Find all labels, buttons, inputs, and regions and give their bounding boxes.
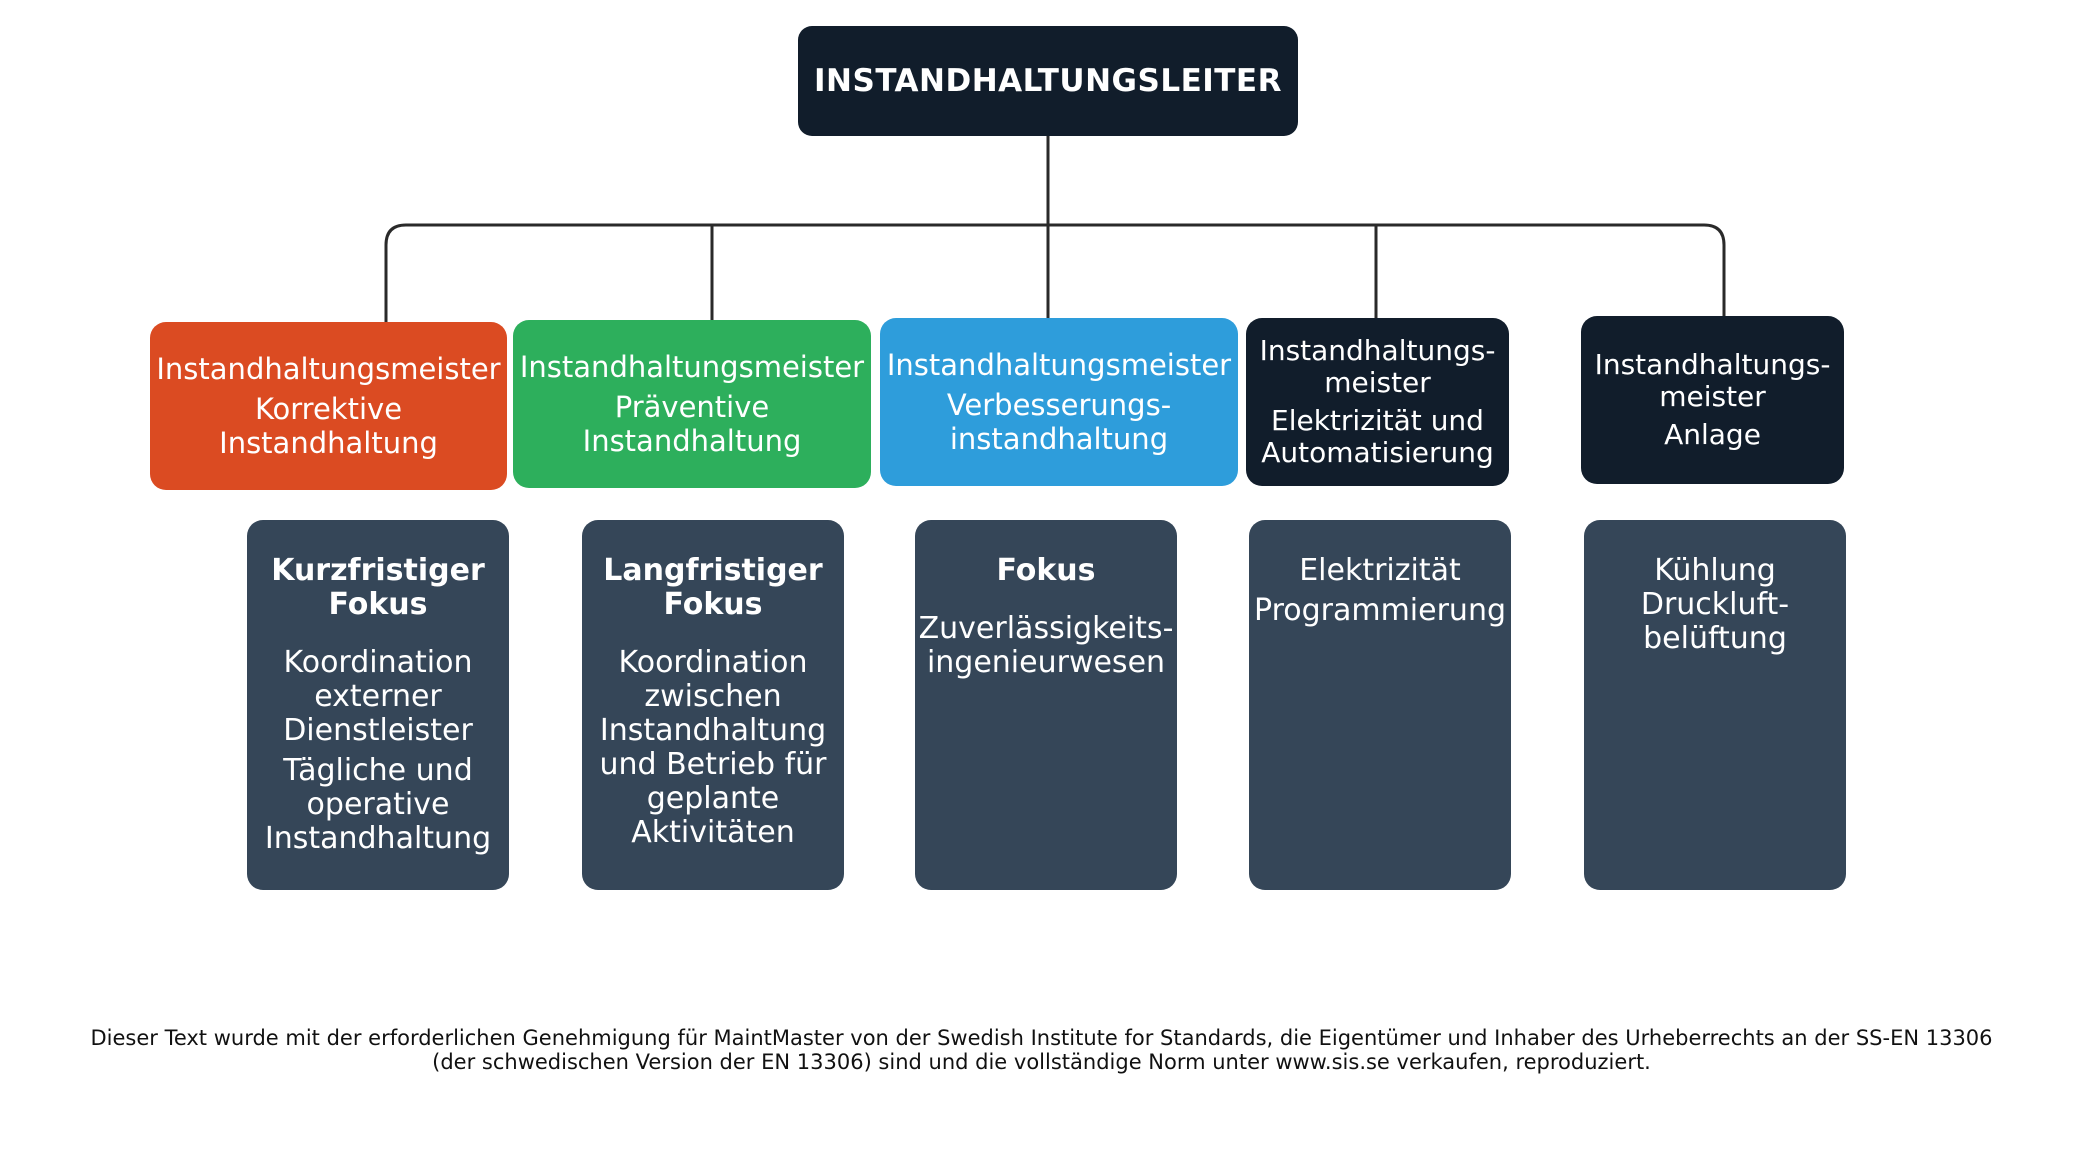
detail-text-line: operative	[306, 787, 450, 822]
role-box-verbesserung: Instandhaltungsmeister Verbesserungs- in…	[880, 318, 1238, 486]
role-title: Instandhaltungsmeister	[156, 352, 501, 386]
detail-text-line: Zuverlässigkeits-	[918, 611, 1174, 646]
role-box-elektrizitaet: Instandhaltungs- meister Elektrizität un…	[1246, 318, 1509, 486]
detail-text-line: Druckluft-	[1640, 587, 1790, 622]
detail-box-elektrizitaet: Elektrizität Programmierung	[1249, 520, 1511, 890]
role-subtitle-line1: Elektrizität und	[1271, 404, 1484, 437]
role-box-praeventive: Instandhaltungsmeister Präventive Instan…	[513, 320, 871, 488]
role-subtitle-line2: Instandhaltung	[219, 426, 438, 460]
role-box-korrektive: Instandhaltungsmeister Korrektive Instan…	[150, 322, 507, 490]
role-subtitle: Anlage	[1664, 418, 1761, 451]
role-title: Instandhaltungsmeister	[519, 350, 865, 384]
role-subtitle-line1: Präventive	[614, 390, 770, 424]
detail-text-line: Kühlung	[1654, 553, 1776, 588]
detail-heading-line2: Fokus	[328, 587, 428, 622]
role-subtitle-line2: Automatisierung	[1261, 436, 1494, 469]
detail-text-line: Koordination	[618, 645, 808, 680]
detail-text-line: Programmierung	[1254, 593, 1506, 628]
root-label: INSTANDHALTUNGSLEITER	[814, 63, 1282, 99]
detail-box-verbesserung: Fokus Zuverlässigkeits- ingenieurwesen	[915, 520, 1177, 890]
detail-text-line: Instandhaltung	[264, 821, 492, 856]
detail-text-line: zwischen	[644, 679, 782, 714]
role-subtitle-line2: instandhaltung	[949, 422, 1169, 456]
detail-text-line: Tägliche und	[283, 753, 473, 788]
detail-text-line: Instandhaltung	[599, 713, 827, 748]
footer-line2: (der schwedischen Version der EN 13306) …	[432, 1050, 1651, 1074]
detail-heading-line2: Fokus	[663, 587, 763, 622]
detail-text-line: Aktivitäten	[631, 815, 795, 850]
detail-text-line: belüftung	[1643, 621, 1787, 656]
detail-text-line: Elektrizität	[1299, 553, 1461, 588]
role-title: Instandhaltungsmeister	[886, 348, 1232, 382]
detail-text-line: externer	[314, 679, 442, 714]
role-subtitle-line1: Korrektive	[254, 392, 403, 426]
detail-heading-line1: Langfristiger	[603, 553, 823, 588]
detail-text-line: und Betrieb für	[599, 747, 827, 782]
detail-box-korrektive: Kurzfristiger Fokus Koordination externe…	[247, 520, 509, 890]
detail-text-line: ingenieurwesen	[926, 645, 1166, 680]
role-box-anlage: Instandhaltungs- meister Anlage	[1581, 316, 1844, 484]
detail-box-anlage: Kühlung Druckluft- belüftung	[1584, 520, 1846, 890]
role-subtitle-line2: Instandhaltung	[582, 424, 802, 458]
role-subtitle-line1: Verbesserungs-	[946, 388, 1172, 422]
detail-heading-line1: Kurzfristiger	[271, 553, 485, 588]
detail-text-line: Koordination	[283, 645, 473, 680]
role-title-line1: Instandhaltungs-	[1259, 334, 1496, 367]
detail-heading: Fokus	[996, 553, 1096, 588]
role-title-line2: meister	[1659, 380, 1766, 413]
root-node-instandhaltungsleiter: INSTANDHALTUNGSLEITER	[798, 26, 1298, 136]
role-title-line1: Instandhaltungs-	[1594, 348, 1831, 381]
detail-text-line: geplante	[646, 781, 780, 816]
detail-text-line: Dienstleister	[283, 713, 473, 748]
detail-box-praeventive: Langfristiger Fokus Koordination zwische…	[582, 520, 844, 890]
role-title-line2: meister	[1324, 366, 1431, 399]
footer-line1: Dieser Text wurde mit der erforderlichen…	[90, 1026, 1993, 1050]
copyright-footer: Dieser Text wurde mit der erforderlichen…	[60, 1026, 2023, 1074]
